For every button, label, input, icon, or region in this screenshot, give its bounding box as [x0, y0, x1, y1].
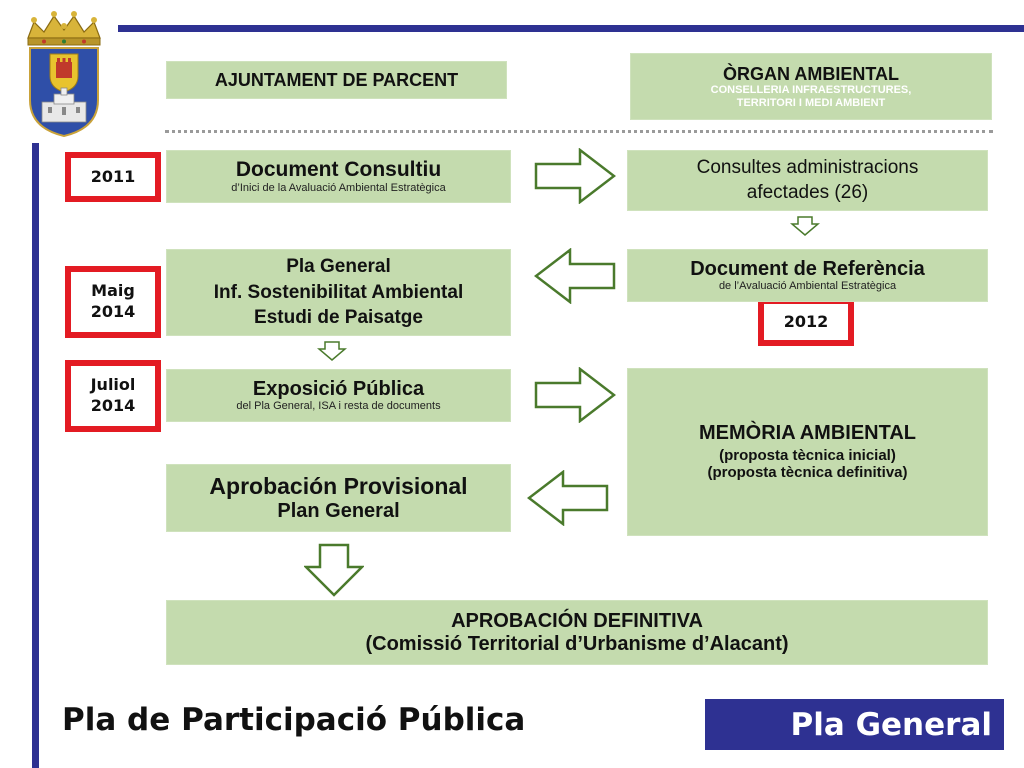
consultes-box: Consultes administracions afectades (26) [627, 150, 988, 211]
aprobacion-definitiva-line2: (Comissió Territorial d’Urbanisme d’Alac… [365, 632, 789, 655]
arrow-down-icon [790, 216, 820, 236]
date-2012: 2012 [758, 298, 854, 346]
footer-badge-label: Pla General [790, 706, 992, 743]
arrow-left-icon [527, 470, 609, 526]
consultes-line1: Consultes administracions [696, 156, 919, 178]
document-referencia-title: Document de Referència [690, 257, 925, 280]
pla-general-box: Pla General Inf. Sostenibilitat Ambienta… [166, 249, 511, 336]
date-2011-label: 2011 [90, 166, 136, 186]
document-consultiu-subtitle: d’Inici de la Avaluació Ambiental Estrat… [231, 181, 446, 194]
memoria-ambiental-title: MEMÒRIA AMBIENTAL [698, 422, 916, 444]
memoria-ambiental-box: MEMÒRIA AMBIENTAL (proposta tècnica inic… [627, 368, 988, 536]
organ-ambiental-subtitle-1: CONSELLERIA INFRAESTRUCTURES, [710, 84, 912, 97]
organ-ambiental-title: ÒRGAN AMBIENTAL [723, 64, 899, 85]
document-referencia-box: Document de Referència de l’Avaluació Am… [627, 249, 988, 302]
pla-general-line3: Estudi de Paisatge [254, 307, 423, 329]
ajuntament-label: AJUNTAMENT DE PARCENT [214, 69, 459, 90]
aprobacion-provisional-subtitle: Plan General [277, 499, 400, 522]
memoria-ambiental-line2: (proposta tècnica definitiva) [707, 464, 908, 482]
arrow-down-icon [304, 543, 364, 597]
left-rule [32, 143, 39, 768]
aprobacion-definitiva-box: APROBACIÓN DEFINITIVA (Comissió Territor… [166, 600, 988, 665]
pla-general-line1: Pla General [286, 256, 391, 278]
date-2011: 2011 [65, 152, 161, 202]
date-juliol-line1: Juliol [90, 375, 136, 395]
arrow-right-icon [534, 148, 616, 204]
footer-title: Pla de Participació Pública [62, 702, 526, 738]
arrow-left-icon [534, 248, 616, 304]
arrow-down-icon [317, 341, 347, 361]
exposicio-publica-title: Exposició Pública [252, 377, 425, 400]
dotted-separator [165, 130, 993, 133]
ajuntament-box: AJUNTAMENT DE PARCENT [166, 61, 507, 99]
consultes-line2: afectades (26) [746, 181, 869, 203]
pla-general-line2: Inf. Sostenibilitat Ambiental [213, 281, 464, 303]
exposicio-publica-box: Exposició Pública del Pla General, ISA i… [166, 369, 511, 422]
organ-ambiental-subtitle-2: TERRITORI I MEDI AMBIENT [736, 96, 886, 109]
footer-badge: Pla General [705, 699, 1004, 750]
date-maig-line2: 2014 [90, 302, 136, 321]
document-consultiu-box: Document Consultiu d’Inici de la Avaluac… [166, 150, 511, 203]
coat-of-arms-icon [27, 11, 101, 138]
exposicio-publica-subtitle: del Pla General, ISA i resta de document… [236, 400, 441, 413]
date-maig-2014: Maig 2014 [65, 266, 161, 338]
document-referencia-subtitle: de l’Avaluació Ambiental Estratègica [718, 280, 897, 293]
aprobacion-provisional-title: Aprobación Provisional [209, 472, 468, 499]
memoria-ambiental-line1: (proposta tècnica inicial) [719, 447, 896, 465]
date-juliol-line2: 2014 [90, 396, 136, 415]
date-maig-line1: Maig [91, 281, 135, 301]
organ-ambiental-box: ÒRGAN AMBIENTAL CONSELLERIA INFRAESTRUCT… [630, 53, 992, 120]
date-2012-label: 2012 [783, 311, 829, 331]
aprobacion-definitiva-line1: APROBACIÓN DEFINITIVA [451, 610, 703, 633]
top-rule [118, 25, 1024, 32]
arrow-right-icon [534, 367, 616, 423]
aprobacion-provisional-box: Aprobación Provisional Plan General [166, 464, 511, 532]
date-juliol-2014: Juliol 2014 [65, 360, 161, 432]
document-consultiu-title: Document Consultiu [235, 158, 442, 182]
